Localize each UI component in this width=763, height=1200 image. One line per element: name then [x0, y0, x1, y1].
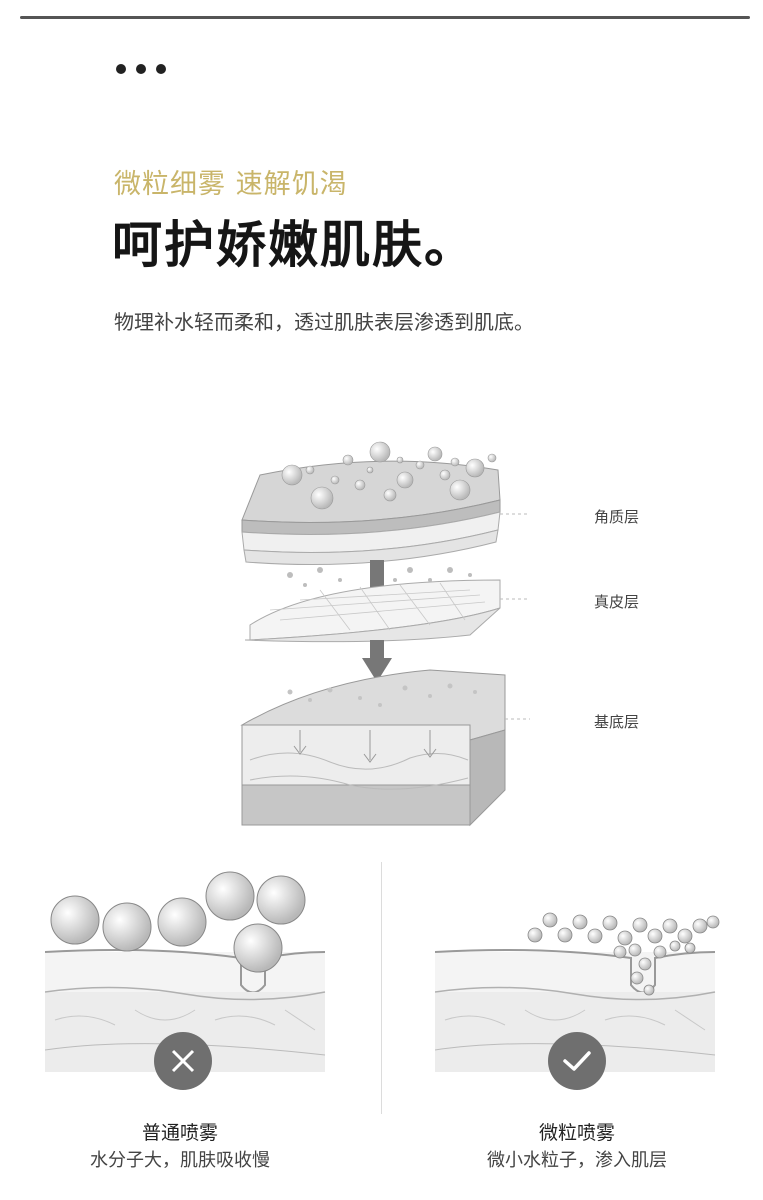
top-divider — [20, 16, 750, 19]
description-text: 物理补水轻而柔和，透过肌肤表层渗透到肌底。 — [114, 310, 534, 334]
check-icon — [563, 1051, 591, 1071]
label-dermis: 真皮层 — [594, 593, 640, 611]
stratum-corneum-layer — [241, 460, 501, 565]
water-droplets — [281, 441, 497, 510]
label-basal: 基底层 — [594, 713, 640, 731]
dot — [116, 64, 126, 74]
check-badge — [548, 1032, 606, 1090]
dermis-layer — [244, 579, 501, 643]
label-stratum-corneum: 角质层 — [594, 508, 640, 526]
ordinary-spray-title: 普通喷雾 — [141, 1122, 218, 1144]
micro-spray-title: 微粒喷雾 — [538, 1122, 615, 1144]
dot — [156, 64, 166, 74]
page-title: 呵护娇嫩肌肤。 — [112, 216, 476, 274]
kicker-text: 微粒细雾 速解饥渴 — [114, 169, 348, 200]
more-dots-icon — [116, 64, 166, 74]
skin-layer-diagram — [240, 441, 530, 827]
cross-badge — [154, 1032, 212, 1090]
micro-spray-illustration — [435, 912, 720, 1072]
ordinary-spray-subtitle: 水分子大，肌肤吸收慢 — [90, 1150, 270, 1171]
comparison-divider — [381, 862, 382, 1114]
micro-spray-subtitle: 微小水粒子，渗入肌层 — [487, 1150, 667, 1171]
cross-icon — [171, 1049, 195, 1073]
dot — [136, 64, 146, 74]
basal-layer — [240, 669, 506, 827]
particles — [287, 567, 472, 587]
